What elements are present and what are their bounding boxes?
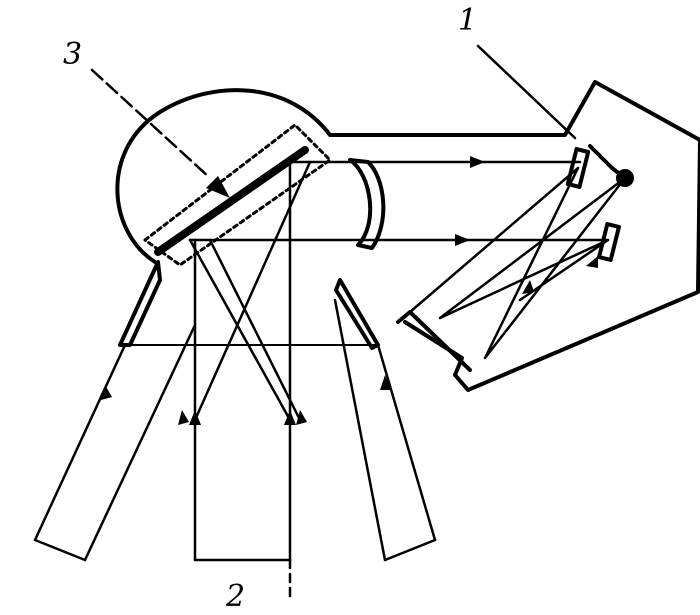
pivot-arm <box>588 144 627 180</box>
mirror-1 <box>565 147 591 189</box>
housing-outline <box>115 80 700 392</box>
right-prism <box>334 278 380 350</box>
input-label: 2 <box>226 579 246 614</box>
input-beams <box>33 158 437 602</box>
leader-1 <box>476 44 577 140</box>
lens <box>348 158 386 250</box>
left-prism <box>118 260 162 347</box>
beamsplitter <box>154 146 309 256</box>
mirror-2 <box>597 222 621 262</box>
beamsplitter-label: 3 <box>63 37 83 72</box>
compensator-outline <box>143 123 332 267</box>
arrowhead-icon <box>206 176 230 198</box>
leader-3 <box>90 68 212 180</box>
mirror-label: 1 <box>458 3 478 38</box>
scan-beams <box>408 166 627 360</box>
beam-arrowheads <box>101 156 598 425</box>
